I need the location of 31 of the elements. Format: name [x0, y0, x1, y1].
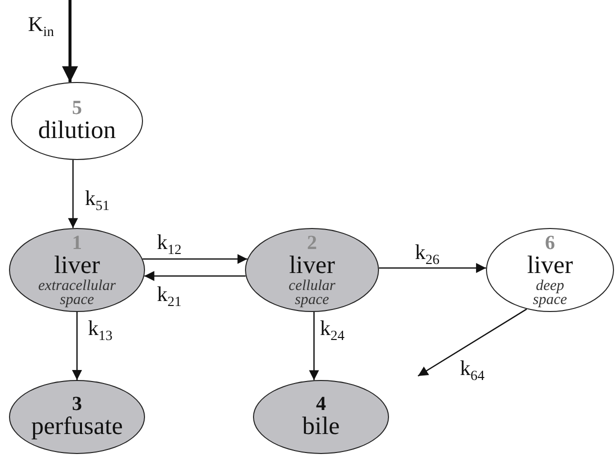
compartment-number: 5 [72, 98, 82, 118]
compartment-name: perfusate [31, 414, 123, 440]
compartment-number: 6 [545, 233, 555, 253]
compartment-name: liver [289, 253, 335, 279]
rate-constant-label: k$_{64}$ [460, 356, 484, 381]
arrow [309, 312, 319, 380]
rate-constant-label: k$_{51}$ [85, 186, 110, 211]
compartment-subtitle: extracellular space [37, 279, 117, 307]
compartment-number: 1 [72, 233, 82, 253]
compartment-number: 3 [72, 394, 82, 414]
rate-constant-label: k$_{13}$ [88, 316, 112, 341]
compartment-number: 4 [316, 394, 326, 414]
arrow [418, 308, 528, 377]
arrow [144, 271, 246, 281]
rate-constant-label: K$_{in}$ [28, 12, 54, 37]
compartment-number: 2 [307, 233, 317, 253]
compartment-name: bile [302, 414, 340, 440]
rate-constant-label: k$_{26}$ [415, 240, 440, 265]
compartment-subtitle: deep space [532, 279, 568, 307]
arrow [68, 160, 78, 228]
compartment-name: liver [54, 253, 100, 279]
arrow [142, 254, 248, 264]
arrow [378, 263, 486, 273]
compartment-name: liver [527, 253, 573, 279]
rate-constant-label: k$_{21}$ [157, 282, 182, 307]
compartment-name: dilution [38, 118, 116, 144]
arrow [72, 312, 82, 380]
rate-constant-label: k$_{24}$ [320, 316, 344, 341]
rate-constant-label: k$_{12}$ [157, 230, 182, 255]
compartment-subtitle: cellular space [288, 279, 336, 307]
arrow [62, 0, 78, 82]
